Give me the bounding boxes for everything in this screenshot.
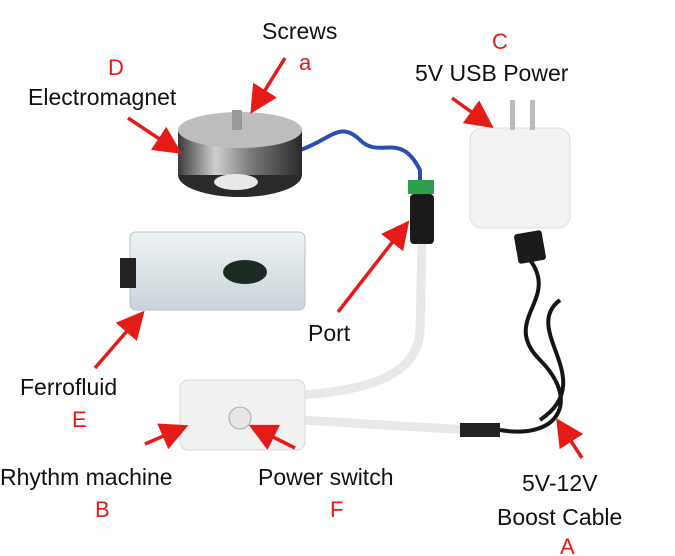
label-usb-power: 5V USB Power xyxy=(415,60,569,86)
label-power-switch: Power switch xyxy=(258,464,394,490)
label-screws: Screws xyxy=(262,18,338,44)
usb-plug xyxy=(514,230,546,264)
letter-b: B xyxy=(95,497,110,522)
label-port: Port xyxy=(308,320,351,346)
pointer-arrows xyxy=(93,57,584,459)
dc-port xyxy=(410,194,434,244)
label-electromagnet: Electromagnet xyxy=(28,84,177,110)
letter-d: D xyxy=(108,55,124,80)
white-cable xyxy=(299,243,427,400)
letter-c: C xyxy=(492,29,508,54)
label-boost-cable-line1: 5V-12V xyxy=(522,470,598,496)
boost-cable-wire xyxy=(499,249,563,434)
blue-wire xyxy=(299,129,422,200)
label-rhythm-machine: Rhythm machine xyxy=(0,464,173,490)
letter-a-cable: A xyxy=(560,534,575,556)
terminal-block xyxy=(408,180,434,194)
screw xyxy=(232,110,242,130)
letter-e: E xyxy=(72,407,87,432)
usb-power-adapter xyxy=(469,127,571,229)
power-switch-button xyxy=(228,406,252,430)
letter-f: F xyxy=(330,497,344,522)
ferrofluid-bottle xyxy=(129,231,306,311)
label-boost-cable-line2: Boost Cable xyxy=(497,504,623,530)
letter-a: a xyxy=(299,50,312,75)
label-ferrofluid: Ferrofluid xyxy=(20,374,118,400)
cable-plug xyxy=(460,423,500,437)
